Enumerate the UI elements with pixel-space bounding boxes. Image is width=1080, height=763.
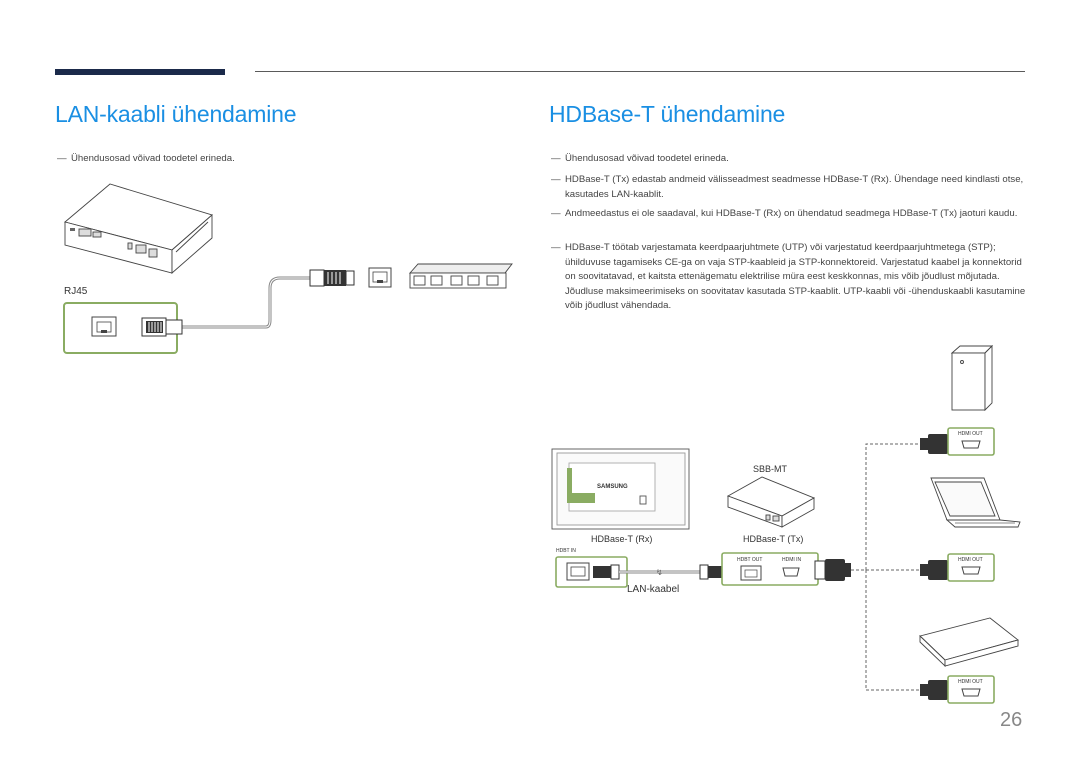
lan-port-icon (368, 267, 392, 288)
hdmi-dashed-cables (851, 443, 920, 691)
header-accent-bar (55, 69, 225, 75)
sbb-mt-label: SBB-MT (753, 464, 788, 474)
hdbt-in-label: HDBT IN (556, 548, 576, 554)
hdbaset-section-title: HDBase-T ühendamine (549, 101, 786, 127)
hdbaset-rx-label: HDBase-T (Rx) (591, 534, 653, 544)
hdbt-out-label: HDBT OUT (737, 557, 763, 563)
display-back-panel (551, 448, 690, 530)
hdbt-plug-rx (593, 564, 620, 580)
media-player-box (64, 183, 213, 274)
lan-cable-label: LAN-kaabel (627, 584, 680, 595)
rj45-label: RJ45 (64, 286, 88, 297)
hdmi-port-icon-2 (961, 566, 981, 575)
hdbaset-note-3: — Andmeedastus ei ole saadaval, kui HDBa… (551, 207, 1029, 222)
note-dash: — (57, 153, 67, 164)
page-number: 26 (1000, 709, 1023, 731)
hdbaset-tx-label: HDBase-T (Tx) (743, 534, 804, 544)
hdmi-out-label-3: HDMI OUT (958, 679, 983, 685)
note-dash: — (551, 208, 561, 219)
display-brand-logo: SAMSUNG (597, 484, 628, 490)
hdbaset-note-4: — HDBase-T töötab varjestamata keerdpaar… (551, 241, 1029, 314)
hdbaset-note-4-text: HDBase-T töötab varjestamata keerdpaarju… (565, 242, 1026, 311)
lan-note: — Ühendusosad võivad toodetel erineda. (57, 152, 497, 167)
rj45-plug-left (141, 317, 183, 337)
tx-ports (740, 565, 800, 581)
lan-note-text: Ühendusosad võivad toodetel erineda. (71, 153, 235, 164)
hdbt-in-port-icon (566, 562, 590, 581)
rj45-plug-right (309, 269, 355, 287)
hdmi-out-label-2: HDMI OUT (958, 557, 983, 563)
sbb-mt-box (726, 476, 816, 528)
network-switch (408, 263, 513, 289)
hdbaset-note-1-text: Ühendusosad võivad toodetel erineda. (565, 153, 729, 164)
hdmi-plug-2 (920, 560, 948, 580)
hdmi-in-label: HDMI IN (782, 557, 802, 563)
hdmi-plug-1 (920, 434, 948, 454)
svg-text:↯: ↯ (656, 568, 663, 577)
hdmi-plug-3 (920, 680, 948, 700)
laptop (930, 477, 1021, 528)
lan-section-title: LAN-kaabli ühendamine (55, 101, 297, 127)
note-dash: — (551, 242, 561, 253)
media-player (919, 617, 1019, 668)
header-rule (255, 71, 1025, 72)
hdbaset-note-2-text: HDBase-T (Tx) edastab andmeid välisseadm… (565, 174, 1024, 200)
pc-tower (950, 344, 994, 412)
note-dash: — (551, 174, 561, 185)
hdmi-plug-tx (814, 559, 851, 581)
note-dash: — (551, 153, 561, 164)
hdmi-port-icon-1 (961, 440, 981, 449)
hdmi-out-label-1: HDMI OUT (958, 431, 983, 437)
hdbaset-note-2: — HDBase-T (Tx) edastab andmeid välissea… (551, 173, 1029, 202)
hdmi-port-icon-3 (961, 688, 981, 697)
hdbaset-note-3-text: Andmeedastus ei ole saadaval, kui HDBase… (565, 208, 1018, 219)
hdbaset-note-1: — Ühendusosad võivad toodetel erineda. (551, 152, 1029, 167)
